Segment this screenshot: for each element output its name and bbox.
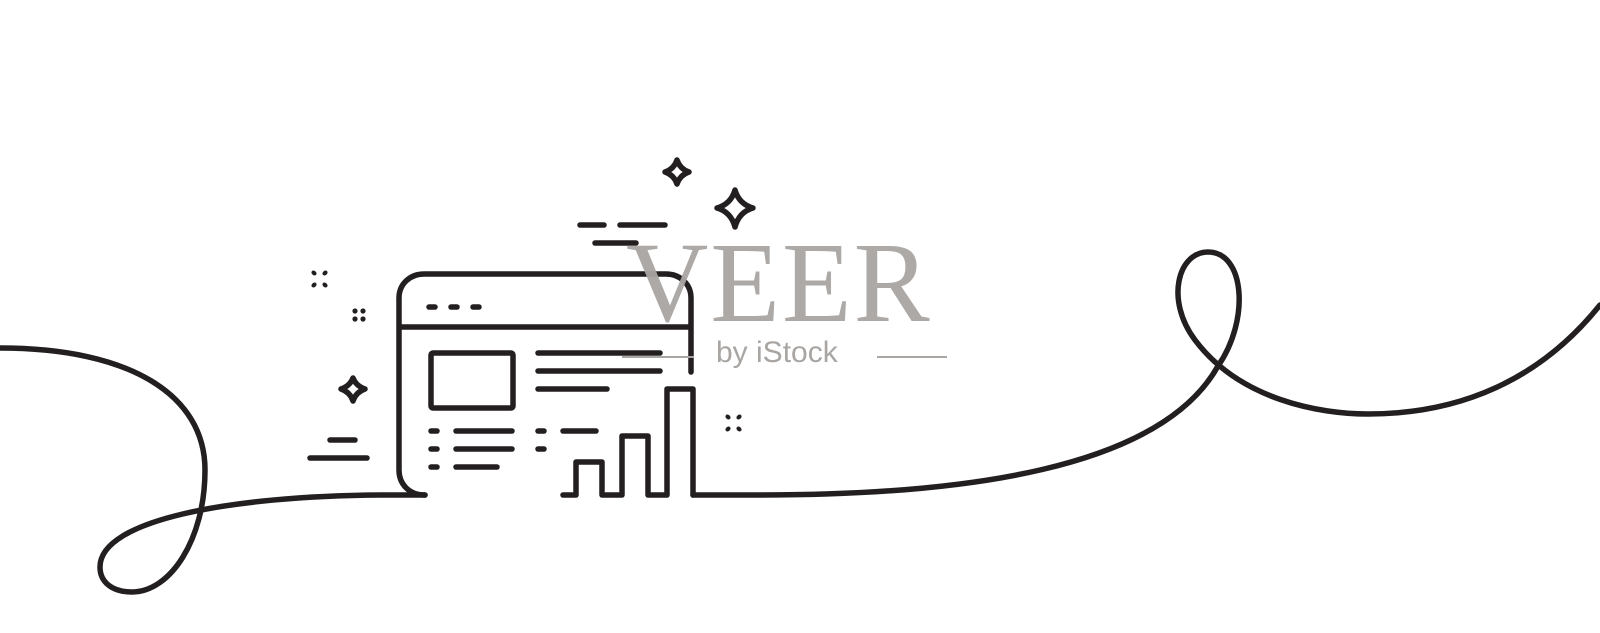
dots-icon [725, 414, 742, 432]
continuous-line-left [0, 345, 428, 595]
bar-chart-icon [560, 386, 696, 498]
motion-lines-icon [307, 222, 668, 461]
dots-icon [311, 270, 328, 288]
sparkle-icon [338, 375, 368, 404]
browser-window-icon [396, 271, 694, 498]
sparkle-icon [662, 157, 692, 187]
continuous-line-right [690, 249, 1600, 498]
sparkle-icon [714, 187, 756, 230]
dots-icon [352, 308, 366, 322]
